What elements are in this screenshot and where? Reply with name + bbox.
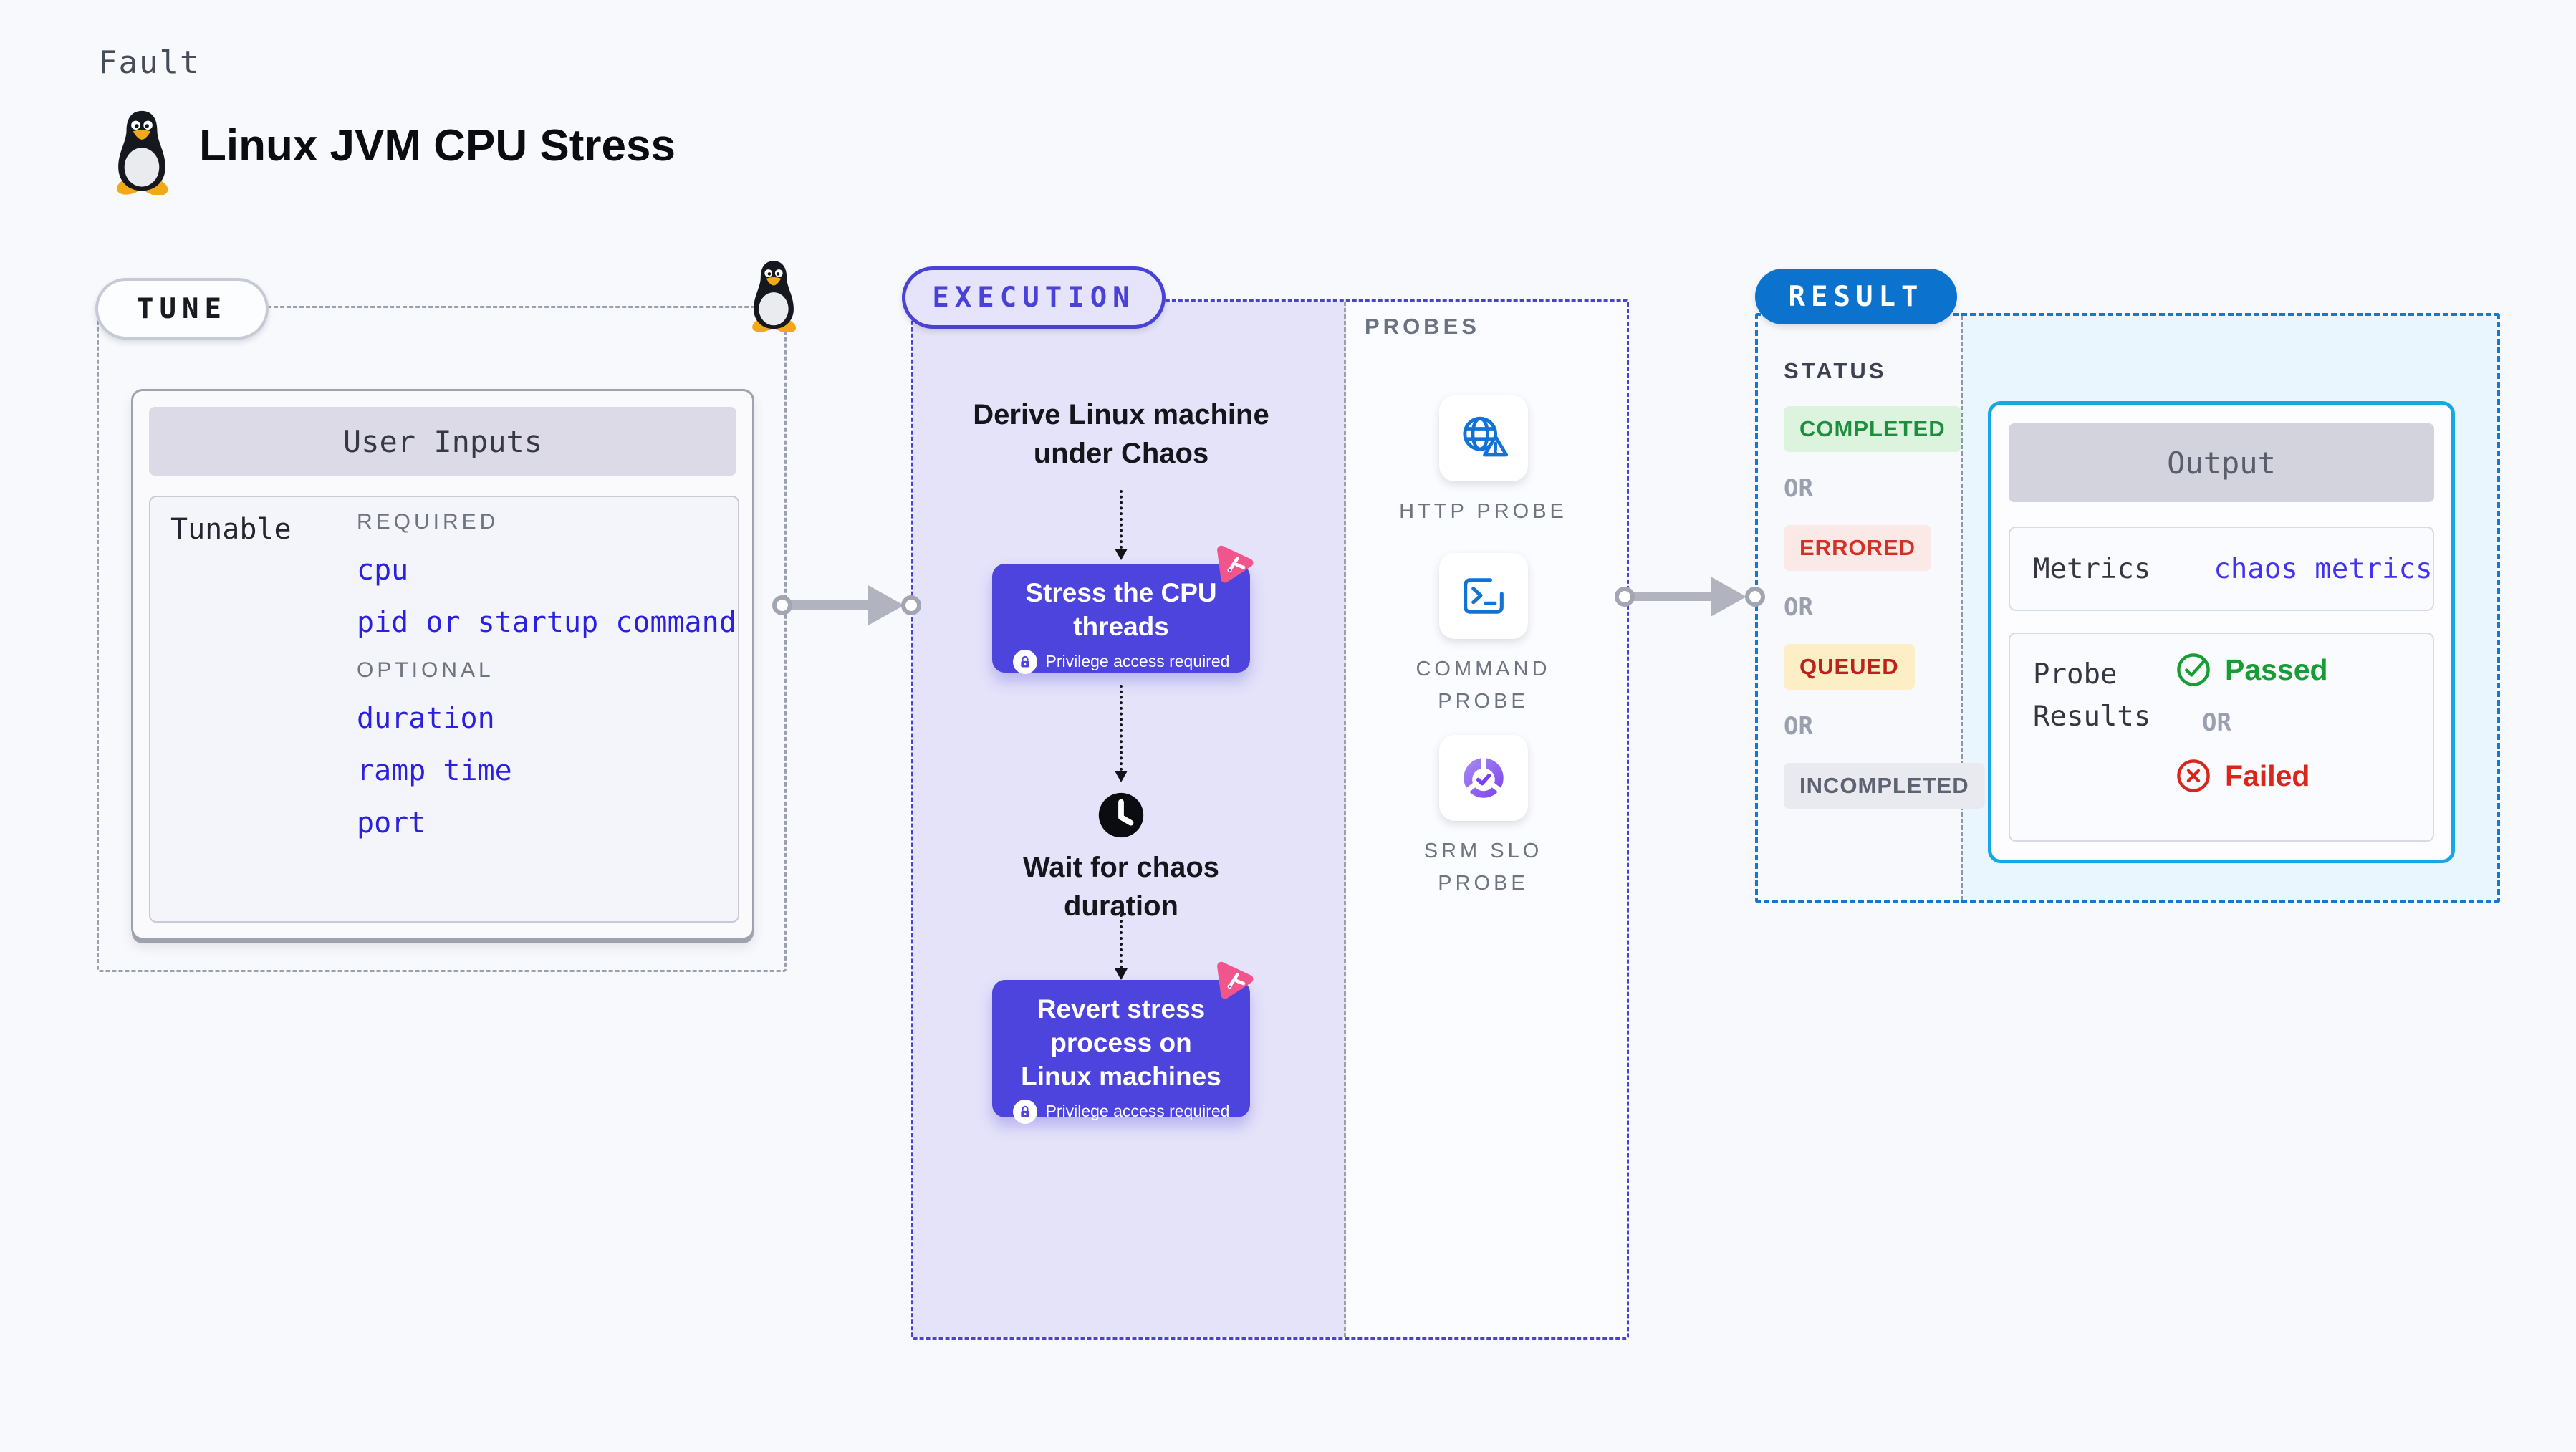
flow-arrow-head	[868, 585, 904, 625]
terminal-icon	[1456, 569, 1511, 623]
probe-results-label: Probe Results	[2033, 658, 2151, 733]
result-section-label: RESULT	[1755, 269, 1957, 324]
revert-stress-node: Revert stress process on Linux machines …	[992, 980, 1250, 1124]
command-probe-card	[1438, 553, 1528, 639]
flow-dotted-arrowhead	[1115, 771, 1128, 782]
status-badge-incompleted: INCOMPLETED	[1784, 763, 1985, 809]
user-inputs-header: User Inputs	[149, 407, 736, 476]
flow-arrow-head	[1711, 577, 1746, 617]
status-heading: STATUS	[1784, 358, 1887, 383]
flow-dotted-arrowhead	[1115, 968, 1128, 980]
failed-label: Failed	[2225, 759, 2310, 792]
verdict-failed: Failed	[2175, 757, 2328, 794]
flow-arrow-shaft	[791, 600, 871, 610]
command-probe-label: COMMAND PROBE	[1416, 658, 1551, 713]
status-badge-errored: ERRORED	[1784, 525, 1932, 571]
metrics-row: Metrics chaos metrics	[2009, 527, 2434, 611]
srm-slo-probe-label: SRM SLO PROBE	[1423, 840, 1543, 895]
status-column: STATUS COMPLETED OR ERRORED OR QUEUED OR…	[1784, 358, 1985, 809]
param-link-port[interactable]: port	[357, 807, 426, 840]
flow-arrow-shaft	[1633, 592, 1714, 601]
http-probe-card	[1438, 395, 1528, 481]
probe-command: COMMAND PROBE	[1342, 553, 1625, 718]
verdict-column: Passed OR Failed	[2175, 651, 2328, 794]
probes-heading: PROBES	[1365, 314, 1480, 339]
metrics-label: Metrics	[2033, 552, 2151, 585]
derive-step-text: Derive Linux machine under Chaos	[973, 399, 1269, 469]
privilege-note: Privilege access required	[1045, 652, 1230, 671]
metrics-value-link[interactable]: chaos metrics	[2214, 552, 2433, 585]
output-header: Output	[2009, 423, 2434, 502]
connector-dot	[772, 595, 792, 615]
required-heading: REQUIRED	[357, 510, 499, 534]
flow-dotted-arrowhead	[1115, 549, 1128, 560]
status-badge-completed: COMPLETED	[1784, 406, 1961, 452]
lock-icon	[1012, 1099, 1037, 1124]
status-badge-queued: QUEUED	[1784, 644, 1915, 690]
connector-dot	[1615, 587, 1635, 607]
or-separator: OR	[1784, 474, 1813, 503]
stress-cpu-node: Stress the CPU threads Privilege access …	[992, 564, 1250, 674]
param-link-pid-or-startup-command[interactable]: pid or startup command	[357, 606, 736, 639]
connector-dot	[901, 595, 921, 615]
tunable-list-box: Tunable REQUIRED cpu pid or startup comm…	[149, 496, 739, 923]
verdict-passed: Passed	[2175, 651, 2328, 688]
wait-clock-icon	[1097, 791, 1145, 840]
tune-section-label: TUNE	[95, 278, 269, 340]
output-card: Output Metrics chaos metrics Probe Resul…	[1988, 401, 2455, 863]
optional-heading: OPTIONAL	[357, 658, 494, 682]
connector-dot	[1745, 587, 1765, 607]
param-link-ramp-time[interactable]: ramp time	[357, 754, 512, 787]
privilege-row: Privilege access required	[992, 1099, 1250, 1135]
tune-section-box	[97, 306, 787, 972]
http-probe-label: HTTP PROBE	[1399, 500, 1567, 523]
stress-cpu-node-title: Stress the CPU threads	[1025, 578, 1217, 641]
slo-donut-icon	[1456, 751, 1511, 805]
flow-dotted-line	[1120, 490, 1123, 549]
fault-eyebrow: Fault	[98, 44, 201, 81]
or-separator: OR	[2202, 708, 2231, 737]
or-separator: OR	[1784, 712, 1813, 741]
flow-dotted-line	[1120, 685, 1123, 771]
param-link-duration[interactable]: duration	[357, 702, 495, 735]
probe-srm-slo: SRM SLO PROBE	[1342, 735, 1625, 900]
linux-tux-small-icon	[745, 259, 802, 332]
passed-check-icon	[2175, 651, 2212, 688]
failed-x-icon	[2175, 757, 2212, 794]
privilege-note: Privilege access required	[1045, 1102, 1230, 1121]
globe-alert-icon	[1456, 411, 1511, 466]
linux-tux-icon	[107, 109, 176, 195]
srm-slo-probe-card	[1438, 735, 1528, 821]
param-link-cpu[interactable]: cpu	[357, 554, 409, 587]
privilege-row: Privilege access required	[992, 649, 1250, 686]
passed-label: Passed	[2225, 653, 2328, 686]
tunable-params: REQUIRED cpu pid or startup command OPTI…	[357, 510, 736, 840]
chaos-litmus-icon	[1212, 958, 1256, 1002]
user-inputs-card: User Inputs Tunable REQUIRED cpu pid or …	[131, 389, 754, 940]
or-separator: OR	[1784, 593, 1813, 622]
chaos-litmus-icon	[1212, 542, 1256, 586]
lock-icon	[1012, 649, 1037, 674]
probe-results-row: Probe Results Passed OR Failed	[2009, 633, 2434, 842]
probe-http: HTTP PROBE	[1342, 395, 1625, 528]
execution-section-label: EXECUTION	[902, 266, 1166, 329]
flow-dotted-line	[1120, 914, 1123, 968]
tunable-row-label: Tunable	[170, 513, 292, 546]
page-title: Linux JVM CPU Stress	[199, 121, 676, 170]
revert-stress-node-title: Revert stress process on Linux machines	[1021, 994, 1221, 1091]
